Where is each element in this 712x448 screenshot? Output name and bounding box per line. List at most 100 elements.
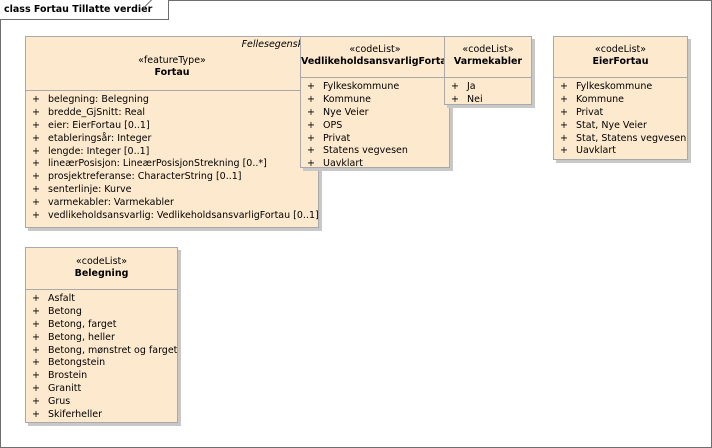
attribute-text: Betong, mønstret og farget: [48, 344, 178, 356]
attribute-row: +bredde_GjSnitt: Real: [26, 107, 318, 120]
attribute-text: varmekabler: Varmekabler: [48, 197, 174, 209]
stereotype: «codeList»: [594, 44, 647, 55]
attribute-row: + Grus: [26, 396, 177, 409]
class-header: «codeList» Varmekabler: [445, 37, 531, 78]
visibility-marker: +: [32, 132, 40, 144]
attribute-text: Betong: [48, 305, 82, 317]
attribute-row: +Brostein: [26, 370, 177, 383]
class-header: «codeList» VedlikeholdsansvarligFortau: [301, 37, 449, 78]
stereotype: «codeList»: [462, 44, 514, 55]
class-name: Fortau: [154, 67, 190, 78]
visibility-marker: +: [32, 396, 40, 408]
attribute-row: +Nei: [445, 93, 531, 105]
attribute-row: + Betong, farget: [26, 319, 177, 332]
attribute-list: +Fylkeskommune+Kommune+Privat+Stat, Nye …: [554, 78, 687, 158]
visibility-marker: +: [32, 184, 40, 196]
class-belegning[interactable]: «codeList» Belegning +Asfalt+Betong+Beto…: [25, 247, 178, 423]
visibility-marker: +: [32, 357, 40, 369]
visibility-marker: +: [560, 93, 568, 105]
class-vedlikeholdsansvarligfortau[interactable]: «codeList» VedlikeholdsansvarligFortau +…: [300, 36, 450, 168]
diagram-title: class Fortau Tillatte verdier: [0, 0, 170, 20]
visibility-marker: +: [307, 106, 315, 118]
attribute-text: Statens vegvesen: [323, 145, 408, 157]
class-name: Belegning: [74, 268, 129, 279]
package-name: Fellesegenskap: [241, 39, 315, 50]
attribute-row: +vedlikeholdsansvarlig: Vedlikeholdsansv…: [26, 210, 318, 223]
attribute-row: + Stat, Statens vegvesen: [554, 133, 687, 146]
attribute-row: + prosjektreferanse: CharacterString [0..…: [26, 171, 318, 184]
attribute-text: lineærPosisjon: LineærPosisjonStrekning …: [48, 158, 267, 170]
visibility-marker: +: [32, 158, 40, 170]
attribute-row: +Betong: [26, 306, 177, 319]
attribute-text: senterlinje: Kurve: [48, 184, 132, 196]
attribute-text: OPS: [323, 119, 343, 131]
attribute-text: Betong, heller: [48, 331, 115, 343]
stereotype: «codeList»: [75, 256, 128, 267]
attribute-row: +Uavklart: [554, 145, 687, 158]
attribute-row: + etableringsår: Integer: [26, 133, 318, 146]
class-header: «codeList» Belegning: [26, 248, 177, 290]
attribute-text: belegning: Belegning: [48, 94, 149, 105]
attribute-text: Uavklart: [576, 145, 616, 157]
attribute-row: + Betongstein: [26, 357, 177, 370]
attribute-text: vedlikeholdsansvarlig: Vedlikeholdsansva…: [48, 210, 319, 222]
visibility-marker: +: [32, 171, 40, 183]
attribute-row: +Uavklart: [301, 158, 449, 168]
attribute-text: Stat, Nye Veier: [576, 119, 647, 131]
attribute-row: + Nye Veier: [301, 107, 449, 120]
attribute-text: Skiferheller: [48, 409, 102, 421]
attribute-row: +Skiferheller: [26, 409, 177, 422]
attribute-text: Granitt: [48, 383, 82, 395]
attribute-list: + Ja+Nei: [445, 78, 531, 105]
attribute-list: + belegning: Belegning +bredde_GjSnitt: Re…: [26, 91, 318, 223]
class-name: VedlikeholdsansvarligFortau: [301, 56, 450, 67]
attribute-text: Uavklart: [323, 158, 363, 168]
attribute-text: Betongstein: [48, 357, 106, 369]
attribute-text: Brostein: [48, 370, 88, 382]
attribute-text: eier: EierFortau [0..1]: [48, 119, 150, 131]
attribute-text: Privat: [323, 132, 351, 144]
attribute-text: Fylkeskommune: [323, 81, 400, 92]
attribute-text: lengde: Integer [0..1]: [48, 145, 150, 157]
attribute-text: Stat, Statens vegvesen: [576, 132, 687, 144]
attribute-row: +Fylkeskommune: [301, 81, 449, 94]
attribute-text: Kommune: [576, 93, 624, 105]
class-fortau[interactable]: Fellesegenskap «featureType» Fortau + bel…: [25, 36, 319, 228]
attribute-text: Kommune: [323, 93, 371, 105]
visibility-marker: +: [32, 293, 40, 304]
visibility-marker: +: [560, 119, 568, 131]
visibility-marker: +: [32, 318, 40, 330]
attribute-text: Betong, farget: [48, 318, 117, 330]
attribute-text: etableringsår: Integer: [48, 132, 152, 144]
visibility-marker: +: [32, 383, 40, 395]
attribute-row: +varmekabler: Varmekabler: [26, 197, 318, 210]
class-header: Fellesegenskap «featureType» Fortau: [26, 37, 318, 91]
attribute-text: Nei: [467, 93, 483, 105]
visibility-marker: +: [307, 132, 315, 144]
attribute-row: + Privat: [554, 107, 687, 120]
attribute-row: + Stat, Nye Veier: [554, 120, 687, 133]
attribute-text: prosjektreferanse: CharacterString [0..1…: [48, 171, 242, 183]
attribute-row: +Asfalt: [26, 293, 177, 306]
visibility-marker: +: [32, 94, 40, 105]
visibility-marker: +: [307, 119, 315, 131]
visibility-marker: +: [451, 81, 459, 92]
class-eierfortau[interactable]: «codeList» EierFortau +Fylkeskommune+Kom…: [553, 36, 688, 160]
visibility-marker: +: [560, 106, 568, 118]
attribute-row: + Ja: [445, 81, 531, 94]
attribute-text: Nye Veier: [323, 106, 369, 118]
visibility-marker: +: [560, 132, 568, 144]
visibility-marker: +: [307, 93, 315, 105]
attribute-row: + Granitt: [26, 383, 177, 396]
attribute-row: +lengde: Integer [0..1]: [26, 146, 318, 159]
class-name: Varmekabler: [453, 56, 523, 67]
class-name: EierFortau: [592, 56, 649, 67]
attribute-row: +Betong, heller: [26, 332, 177, 345]
stereotype: «codeList»: [349, 44, 401, 55]
attribute-row: + Privat: [301, 133, 449, 146]
visibility-marker: +: [560, 81, 568, 92]
class-varmekabler[interactable]: «codeList» Varmekabler + Ja+Nei: [444, 36, 532, 105]
attribute-text: Privat: [576, 106, 604, 118]
attribute-text: Ja: [467, 81, 476, 92]
attribute-text: Grus: [48, 396, 71, 408]
